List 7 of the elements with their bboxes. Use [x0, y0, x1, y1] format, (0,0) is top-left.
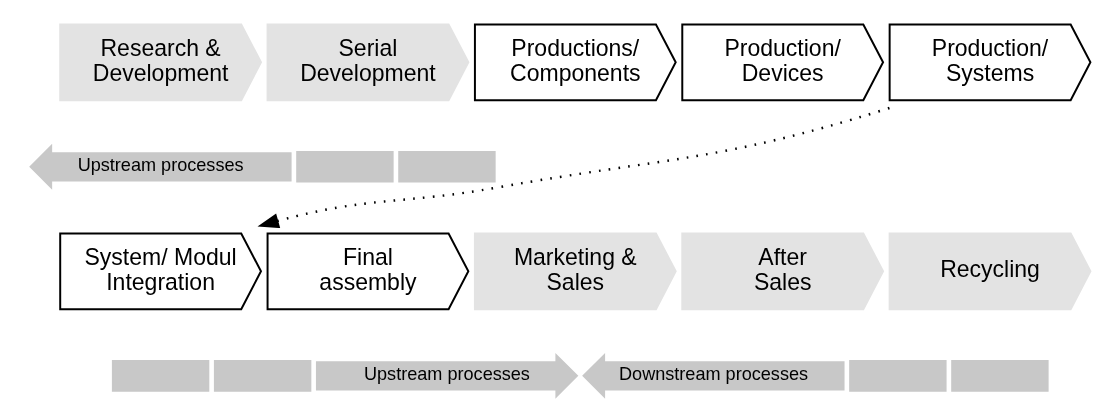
- node-bar: [950, 360, 1049, 392]
- node-bar: [397, 151, 496, 183]
- node-bar: [848, 360, 947, 392]
- arrow: [257, 106, 890, 228]
- node-bar: [213, 360, 311, 392]
- node-bar: [295, 151, 394, 183]
- node-bar: [111, 360, 209, 392]
